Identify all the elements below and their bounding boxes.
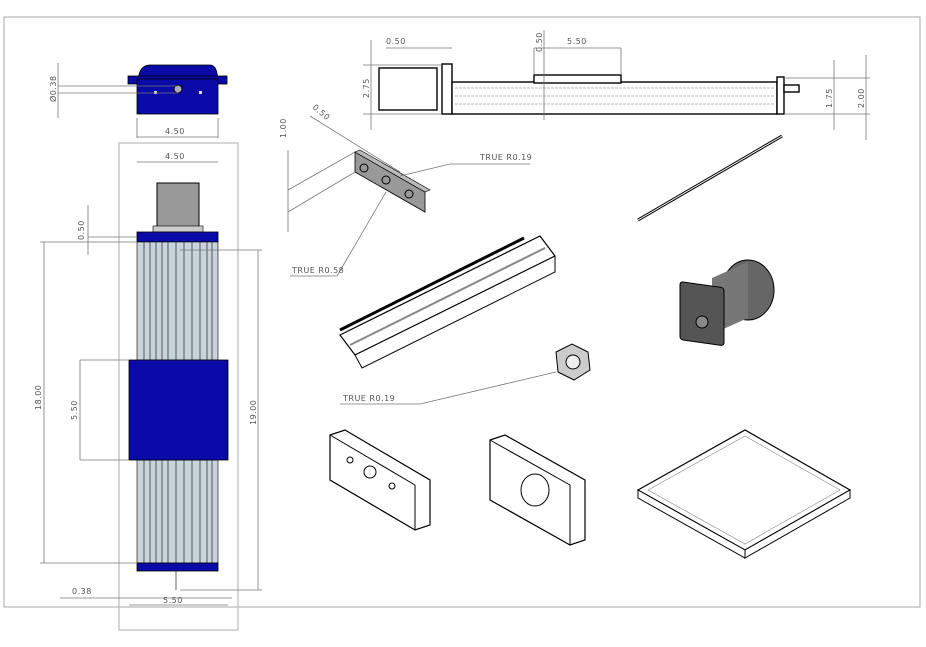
bracket-view: 1.00 0.50 TRUE R0.19 TRUE R0.58 (279, 103, 532, 277)
dim-bracket-height: 1.00 (279, 118, 288, 138)
dim-overall-height: 2.00 (857, 88, 866, 108)
nut-radius: TRUE R0.19 (342, 394, 395, 403)
dim-carriage-length: 5.50 (70, 400, 79, 420)
end-view: Ø0.38 4.50 (48, 63, 228, 138)
base-tray (636, 429, 852, 559)
rail-extrusion (339, 235, 556, 369)
dim-rail-height: 1.75 (825, 88, 834, 108)
end-plate-1 (329, 429, 431, 531)
dim-motor-plate: 0.50 (77, 220, 86, 240)
hex-nut: TRUE R0.19 (340, 343, 591, 405)
dim-hole-dia: Ø0.38 (48, 75, 58, 102)
bracket-radius-large: TRUE R0.58 (291, 266, 344, 275)
lead-screw (637, 134, 783, 222)
dim-carriage-offset: 0.50 (535, 32, 544, 52)
dim-body-width: 4.50 (165, 152, 185, 161)
dim-side-carriage-length: 5.50 (567, 37, 587, 46)
front-view: 4.50 0.50 18.00 5.50 19.00 (34, 142, 262, 631)
dim-overall-length: 18.00 (34, 385, 43, 410)
dim-base-width: 5.50 (163, 596, 183, 605)
dim-top-width: 4.50 (165, 127, 185, 136)
end-plate-2 (489, 434, 586, 546)
dim-motor-height: 2.75 (362, 78, 371, 98)
dim-plate-thickness: 0.50 (386, 37, 406, 46)
dim-shaft-offset: 0.38 (72, 587, 92, 596)
sheet-border (3, 16, 921, 608)
motor (679, 259, 775, 346)
dim-bracket-width: 0.50 (311, 103, 332, 123)
bracket-radius-small: TRUE R0.19 (479, 153, 532, 162)
dim-rail-length: 19.00 (249, 400, 258, 425)
side-view: 2.75 0.50 0.50 5.50 1.75 2.00 (362, 30, 870, 140)
